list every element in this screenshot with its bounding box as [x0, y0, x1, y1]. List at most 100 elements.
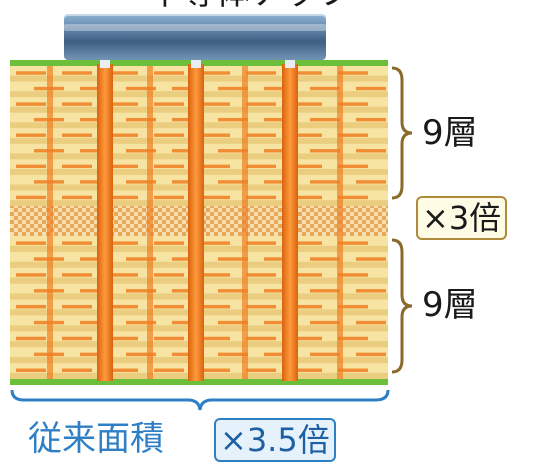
- copper-trace: [218, 352, 248, 357]
- copper-trace: [264, 352, 294, 357]
- copper-trace: [62, 102, 92, 106]
- copper-trace: [16, 195, 46, 200]
- copper-trace: [356, 320, 386, 325]
- copper-trace: [62, 71, 92, 75]
- via-columns: [47, 60, 343, 381]
- multilayer-substrate-cross-section: [10, 60, 388, 385]
- copper-trace: [264, 180, 294, 184]
- copper-trace: [16, 71, 46, 75]
- copper-trace: [16, 336, 46, 341]
- area-label: 従来面積: [28, 419, 164, 459]
- copper-trace: [292, 133, 322, 137]
- copper-trace: [310, 320, 340, 325]
- lower-layer-count: 9層: [422, 285, 478, 325]
- copper-trace: [154, 102, 184, 106]
- copper-trace: [108, 368, 138, 373]
- copper-trace: [310, 352, 340, 357]
- copper-trace: [218, 320, 248, 325]
- bottom-curly-brace-icon: [10, 389, 390, 411]
- copper-trace: [310, 86, 340, 91]
- copper-trace: [292, 368, 322, 373]
- copper-trace: [246, 273, 276, 277]
- bottom-surface: [10, 379, 388, 385]
- copper-trace: [108, 241, 138, 245]
- copper-trace: [62, 195, 92, 200]
- copper-trace: [292, 102, 322, 106]
- copper-trace: [172, 149, 202, 153]
- copper-trace: [264, 117, 294, 122]
- copper-trace: [108, 336, 138, 341]
- copper-trace: [218, 86, 248, 91]
- copper-trace: [154, 368, 184, 373]
- semiconductor-chip: [64, 14, 326, 60]
- copper-trace: [126, 289, 156, 293]
- copper-trace: [16, 273, 46, 277]
- copper-trace: [246, 102, 276, 106]
- copper-trace: [126, 320, 156, 325]
- chip-label: 半導体チップ: [130, 0, 370, 10]
- copper-trace: [16, 368, 46, 373]
- copper-trace: [126, 180, 156, 184]
- copper-trace: [80, 117, 110, 122]
- copper-trace: [246, 71, 276, 75]
- copper-trace: [292, 304, 322, 309]
- copper-trace: [80, 180, 110, 184]
- copper-trace: [338, 71, 368, 75]
- copper-trace: [16, 102, 46, 106]
- copper-trace: [172, 257, 202, 261]
- copper-trace: [200, 133, 230, 137]
- copper-trace: [154, 273, 184, 277]
- copper-trace: [172, 117, 202, 122]
- copper-trace: [218, 180, 248, 184]
- copper-trace: [80, 149, 110, 153]
- copper-trace: [218, 117, 248, 122]
- copper-trace: [200, 102, 230, 106]
- copper-trace: [62, 368, 92, 373]
- copper-trace: [108, 304, 138, 309]
- copper-trace: [154, 195, 184, 200]
- copper-trace: [246, 164, 276, 169]
- copper-trace: [310, 117, 340, 122]
- copper-trace: [246, 304, 276, 309]
- copper-trace: [108, 71, 138, 75]
- copper-trace: [108, 133, 138, 137]
- copper-trace: [356, 257, 386, 261]
- copper-trace: [218, 149, 248, 153]
- area-multiplier-badge: ×3.5倍: [214, 418, 336, 462]
- copper-trace: [172, 180, 202, 184]
- copper-trace: [200, 241, 230, 245]
- copper-trace: [264, 149, 294, 153]
- copper-trace: [80, 320, 110, 325]
- copper-trace: [338, 241, 368, 245]
- copper-trace: [246, 241, 276, 245]
- copper-trace: [62, 336, 92, 341]
- copper-trace: [310, 149, 340, 153]
- copper-trace: [126, 117, 156, 122]
- copper-trace: [80, 289, 110, 293]
- layer-multiplier-badge: ×3倍: [416, 196, 508, 240]
- copper-trace: [246, 195, 276, 200]
- copper-trace: [154, 304, 184, 309]
- copper-trace: [292, 241, 322, 245]
- via-column: [97, 64, 113, 381]
- thin-via: [147, 66, 153, 379]
- copper-trace: [126, 352, 156, 357]
- copper-trace: [62, 133, 92, 137]
- copper-trace: [200, 368, 230, 373]
- chip-highlight: [64, 24, 326, 31]
- copper-trace: [338, 336, 368, 341]
- copper-trace: [154, 336, 184, 341]
- via-pad: [191, 60, 201, 68]
- copper-trace: [338, 195, 368, 200]
- copper-trace: [200, 304, 230, 309]
- copper-trace: [200, 164, 230, 169]
- copper-trace: [310, 289, 340, 293]
- copper-trace: [356, 86, 386, 91]
- via-column: [282, 64, 298, 381]
- copper-trace: [292, 273, 322, 277]
- copper-trace: [154, 164, 184, 169]
- copper-trace: [16, 304, 46, 309]
- copper-trace: [172, 352, 202, 357]
- copper-trace: [292, 336, 322, 341]
- via-pad: [285, 60, 295, 68]
